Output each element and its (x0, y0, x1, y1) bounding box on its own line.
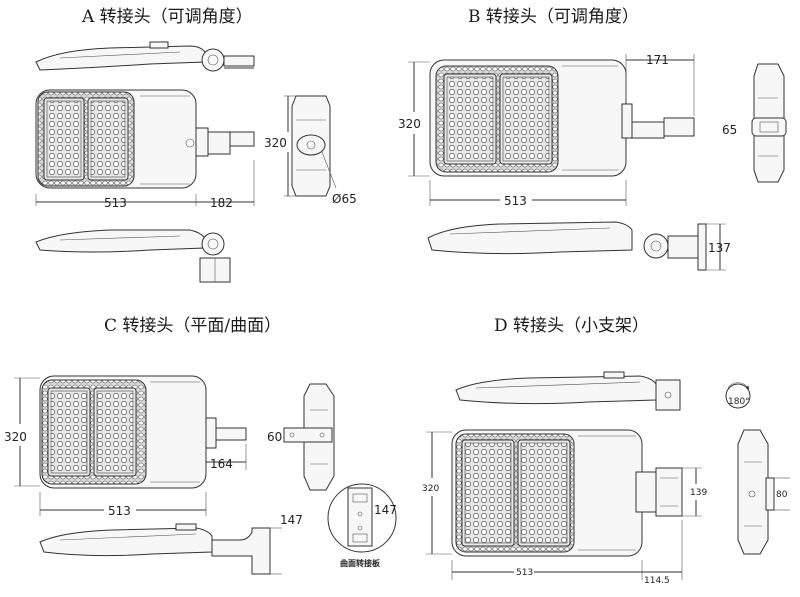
dim-mount-d: 139 (690, 488, 707, 498)
dim-plate-detail-c: 147 (374, 503, 397, 517)
luminaire-top-view-b (429, 59, 695, 177)
section-d: D 转接头（小支架） 180° (422, 316, 790, 586)
dim-bracket-b: 171 (646, 53, 669, 67)
rotation-label: 180° (728, 397, 750, 407)
dim-height-b: 320 (398, 117, 421, 131)
dim-side-d: 80 (776, 490, 788, 500)
dim-width-c: 513 (108, 504, 131, 518)
side-view-d (455, 371, 681, 411)
dim-width-b: 513 (504, 194, 527, 208)
dim-height-d: 320 (422, 484, 439, 494)
luminaire-top-view-d (451, 429, 683, 557)
side-view-top (35, 41, 255, 72)
end-view-a (291, 95, 337, 197)
section-c: C 转接头（平面/曲面） 320 164 513 (4, 316, 397, 575)
curved-plate-detail (327, 483, 397, 553)
dim-width-d: 513 (516, 568, 533, 578)
end-view-b (751, 63, 787, 183)
section-b-title: B 转接头（可调角度） (468, 7, 639, 27)
end-view-d (737, 429, 775, 555)
dim-bracket-c: 164 (210, 457, 233, 471)
end-view-c (283, 383, 335, 491)
section-c-title: C 转接头（平面/曲面） (104, 316, 281, 336)
dim-width-a: 513 (104, 196, 127, 210)
dim-bracket-d: 114.5 (644, 576, 670, 586)
dim-diameter-a: Ø65 (332, 192, 357, 206)
luminaire-top-view-a (35, 89, 255, 189)
luminaire-top-view-c (39, 375, 247, 489)
dim-bracket-a: 182 (210, 196, 233, 210)
dim-side-b: 65 (722, 123, 737, 137)
section-b: B 转接头（可调角度） 171 320 513 (398, 7, 787, 271)
dim-height-a: 320 (264, 136, 287, 150)
rotation-icon: 180° (725, 382, 751, 409)
dim-plate-c: 147 (280, 513, 303, 527)
dim-side-c: 60 (267, 430, 282, 444)
side-view-bottom-a (35, 229, 231, 283)
section-d-title: D 转接头（小支架） (494, 316, 649, 336)
section-a-title: A 转接头（可调角度） (81, 7, 253, 27)
section-a: A 转接头（可调角度） (35, 7, 357, 283)
side-view-b (427, 221, 707, 271)
curved-plate-caption: 曲面转接板 (340, 558, 381, 568)
dim-clamp-b: 137 (708, 241, 731, 255)
dim-height-c: 320 (4, 430, 27, 444)
side-view-c (39, 523, 271, 575)
